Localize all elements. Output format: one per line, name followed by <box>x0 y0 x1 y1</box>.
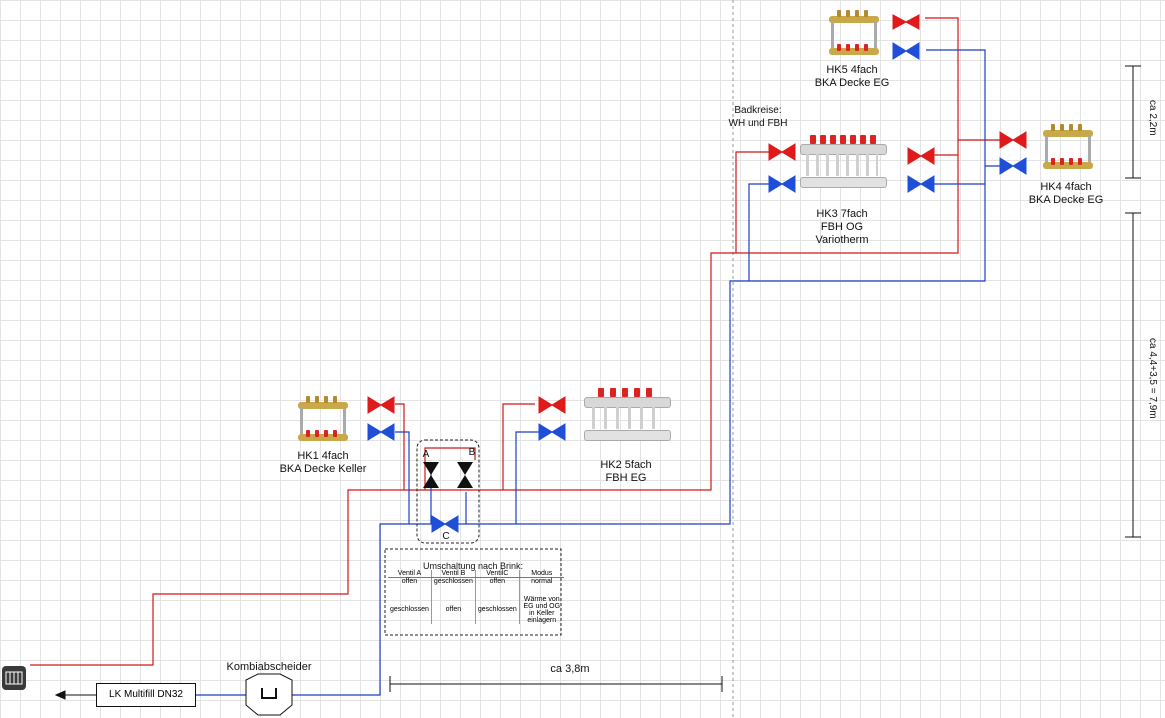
dimension-lower-label: ca 4,4+3,5 = 7,9m <box>1147 338 1158 419</box>
valve-icon <box>907 175 935 193</box>
switch-valves <box>423 462 473 488</box>
table-cell: geschlossen <box>431 577 476 596</box>
manifold-hk2-icon <box>584 388 671 446</box>
manifold-hk3-icon <box>800 135 887 193</box>
valve-icon <box>999 157 1027 175</box>
radiator-icon <box>2 666 26 690</box>
valve-icon <box>367 423 395 441</box>
table-cell: offen <box>388 577 432 596</box>
table-header: Modus <box>519 570 564 578</box>
valve-b-icon <box>457 462 473 488</box>
arrow-left-icon <box>54 690 96 700</box>
valve-icon <box>999 131 1027 149</box>
manifold-hk1-icon <box>298 396 348 446</box>
valve-icon <box>892 42 920 60</box>
multifill-box: LK Multifill DN32 <box>96 683 196 707</box>
table-row: Ventil A Ventil B VentilC Modus <box>388 570 564 578</box>
valve-icon <box>768 175 796 193</box>
valve-a-label: A <box>422 449 430 460</box>
table-header: Ventil A <box>388 570 432 578</box>
valve-b-label: B <box>468 447 476 458</box>
valve-c-label: C <box>442 531 450 542</box>
table-header: VentilC <box>475 570 520 578</box>
table-cell: geschlossen <box>475 595 520 624</box>
valve-icon <box>538 423 566 441</box>
table-header: Ventil B <box>431 570 476 578</box>
valve-icon <box>907 147 935 165</box>
return-pipes <box>196 49 1010 696</box>
table-cell: Wärme von EG und OG in Keller einlagern <box>523 595 561 624</box>
valve-icon <box>892 14 920 30</box>
valve-icon <box>768 143 796 161</box>
dimension-lines <box>389 65 1141 692</box>
brink-title: Umschaltung nach Brink: <box>422 561 524 571</box>
valve-icon <box>538 396 566 414</box>
dimension-upper-label: ca 2,2m <box>1147 100 1158 136</box>
supply-valves <box>367 14 1027 414</box>
kombiabscheider-icon <box>245 673 293 716</box>
manifold-hk5-icon <box>829 10 879 60</box>
table-row: geschlossen offen geschlossen Wärme von … <box>388 595 564 624</box>
valve-c-icon <box>431 515 459 533</box>
kombiabscheider-label: Kombiabscheider <box>226 661 312 673</box>
valve-a-icon <box>423 462 439 488</box>
brink-table: Ventil A Ventil B VentilC Modus offen ge… <box>388 570 564 624</box>
brink-table-frame <box>384 548 562 636</box>
badkreise-label: Badkreise:WH und FBH <box>728 105 788 129</box>
table-cell: normal <box>531 578 553 585</box>
valve-group-frame <box>416 439 480 544</box>
dimension-horizontal-label: ca 3,8m <box>550 663 590 675</box>
table-cell: offen <box>475 577 520 596</box>
manifold-hk4-icon <box>1043 124 1093 174</box>
table-cell: geschlossen <box>388 595 432 624</box>
valve-icon <box>367 396 395 414</box>
supply-pipes <box>30 17 1010 666</box>
table-cell: offen <box>431 595 476 624</box>
table-row: offen geschlossen offen normal <box>388 577 564 596</box>
return-valves <box>367 42 1027 533</box>
